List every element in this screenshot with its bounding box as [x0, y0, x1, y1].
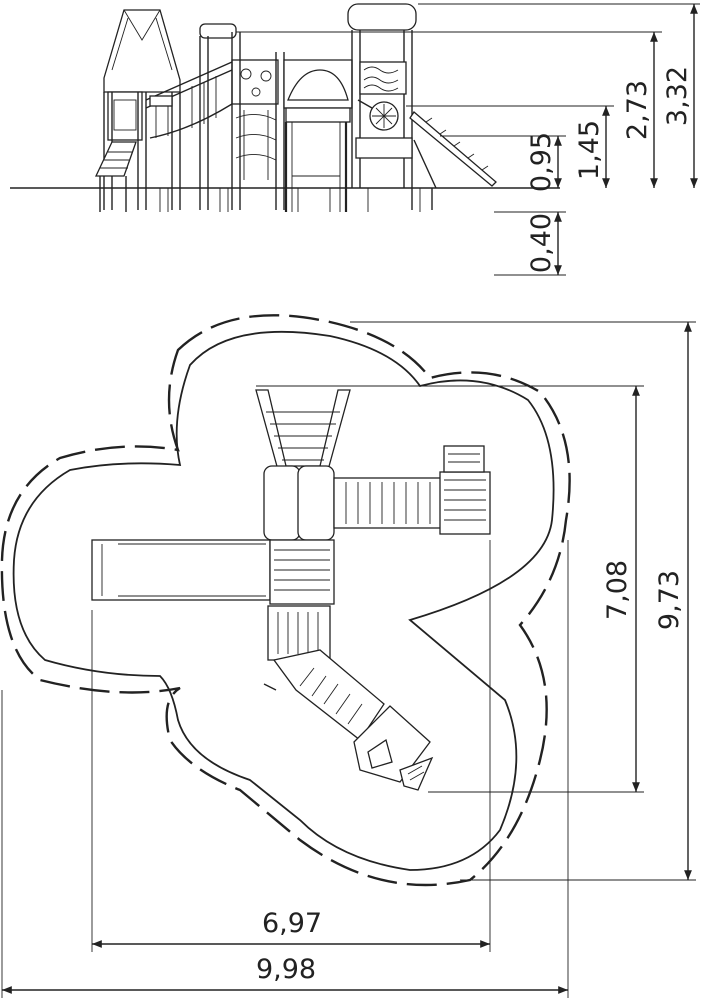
plan-view: 6,97 9,98 7,08 9,73 [0, 314, 696, 998]
footings [159, 188, 421, 212]
bridge-section [145, 61, 233, 139]
plan-dimension-lines [2, 322, 692, 994]
depth-dim-9-73: 9,73 [654, 570, 685, 630]
plan-diagonal-bridge [263, 649, 385, 741]
impact-area-outline [12, 330, 555, 871]
central-tower [199, 23, 285, 210]
height-dim-1-45: 1,45 [574, 120, 605, 180]
width-dim-6-97: 6,97 [262, 908, 322, 939]
roof-cushion-left [263, 465, 301, 541]
roof-cushion-right [297, 465, 335, 541]
elevation-dimension-lines [554, 4, 698, 275]
plan-center-platform [269, 539, 335, 605]
right-tower [347, 3, 497, 210]
height-dim-2-73: 2,73 [622, 80, 653, 140]
elevation-view: 0,95 1,45 2,73 3,32 0,40 [10, 3, 700, 276]
roof-tower [94, 9, 181, 212]
plan-bridge-right [333, 477, 443, 529]
plan-bottom-tower [353, 705, 434, 791]
height-dim-3-32: 3,32 [662, 66, 693, 126]
depth-dim-0-40: 0,40 [526, 213, 557, 273]
safety-zone-outline [0, 314, 571, 887]
plan-slide [91, 539, 271, 601]
plan-platform-right [439, 445, 491, 535]
width-dim-9-98: 9,98 [256, 954, 316, 985]
height-dim-0-95: 0,95 [526, 132, 557, 192]
top-ladder [255, 389, 351, 471]
plan-extension-lines [1, 321, 696, 998]
slide-tower [283, 59, 353, 212]
depth-dim-7-08: 7,08 [602, 560, 633, 620]
extension-lines [236, 3, 700, 276]
